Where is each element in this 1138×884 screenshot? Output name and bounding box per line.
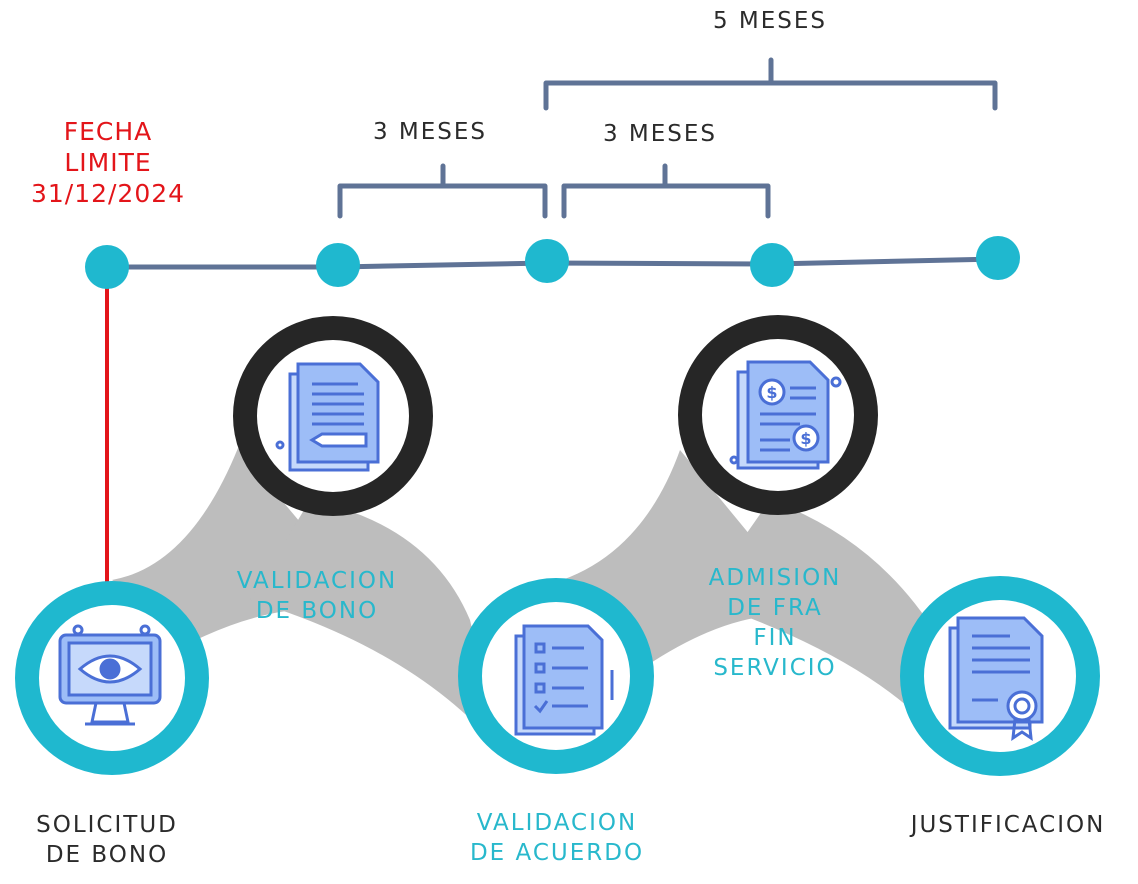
duration-second-label: 3 MESES bbox=[602, 121, 718, 147]
dollar-sign-1: $ bbox=[766, 383, 777, 402]
duration-total-label: 5 MESES bbox=[712, 8, 828, 34]
step-label-line: FIN bbox=[753, 625, 797, 651]
deadline-label: FECHA LIMITE 31/12/2024 bbox=[10, 116, 206, 209]
brace-5-meses bbox=[543, 57, 998, 111]
step-label-line: VALIDACION bbox=[476, 810, 638, 836]
step-label-line: VALIDACION bbox=[236, 568, 398, 594]
step-label-validacion-acuerdo: VALIDACION DE ACUERDO bbox=[442, 808, 672, 868]
step-label-line: SERVICIO bbox=[713, 655, 837, 681]
step-label-validacion-bono: VALIDACION DE BONO bbox=[217, 566, 417, 626]
step-label-line: DE ACUERDO bbox=[469, 840, 645, 866]
step-circle-admision: $ $ bbox=[678, 315, 878, 515]
step-label-solicitud: SOLICITUD DE BONO bbox=[7, 810, 207, 870]
deadline-line-2: LIMITE bbox=[64, 148, 152, 177]
timeline-dot-2 bbox=[316, 243, 360, 287]
step-label-line: DE FRA bbox=[727, 595, 823, 621]
certificate-icon bbox=[948, 616, 1044, 742]
timeline-dot-3 bbox=[525, 239, 569, 283]
step-circle-justificacion bbox=[900, 576, 1100, 776]
step-circle-validacion-bono bbox=[233, 316, 433, 516]
deadline-line-1: FECHA bbox=[63, 117, 153, 146]
duration-first-label: 3 MESES bbox=[372, 119, 488, 145]
monitor-eye-icon bbox=[58, 624, 162, 726]
timeline-dot-5 bbox=[976, 236, 1020, 280]
brace-3-meses-second bbox=[561, 163, 771, 219]
connector-4 bbox=[700, 500, 950, 750]
timeline-dot-4 bbox=[750, 243, 794, 287]
document-pencil-icon bbox=[275, 362, 380, 472]
step-label-line: DE BONO bbox=[255, 598, 379, 624]
step-circle-validacion-acuerdo bbox=[458, 578, 654, 774]
invoice-dollar-icon bbox=[729, 360, 842, 470]
checklist-icon bbox=[514, 624, 614, 736]
step-label-line: DE BONO bbox=[45, 842, 169, 868]
timeline-dot-1 bbox=[85, 245, 129, 289]
step-circle-solicitud bbox=[15, 581, 209, 775]
step-label-line: JUSTIFICACION bbox=[910, 812, 1106, 838]
step-label-line: ADMISION bbox=[708, 565, 842, 591]
brace-3-meses-first bbox=[337, 163, 548, 219]
connector-2 bbox=[250, 500, 500, 750]
dollar-sign-2: $ bbox=[800, 429, 811, 448]
step-label-admision: ADMISION DE FRA FIN SERVICIO bbox=[675, 563, 875, 683]
step-label-justificacion: JUSTIFICACION bbox=[888, 810, 1128, 840]
step-label-line: SOLICITUD bbox=[36, 812, 178, 838]
deadline-date: 31/12/2024 bbox=[30, 179, 186, 208]
